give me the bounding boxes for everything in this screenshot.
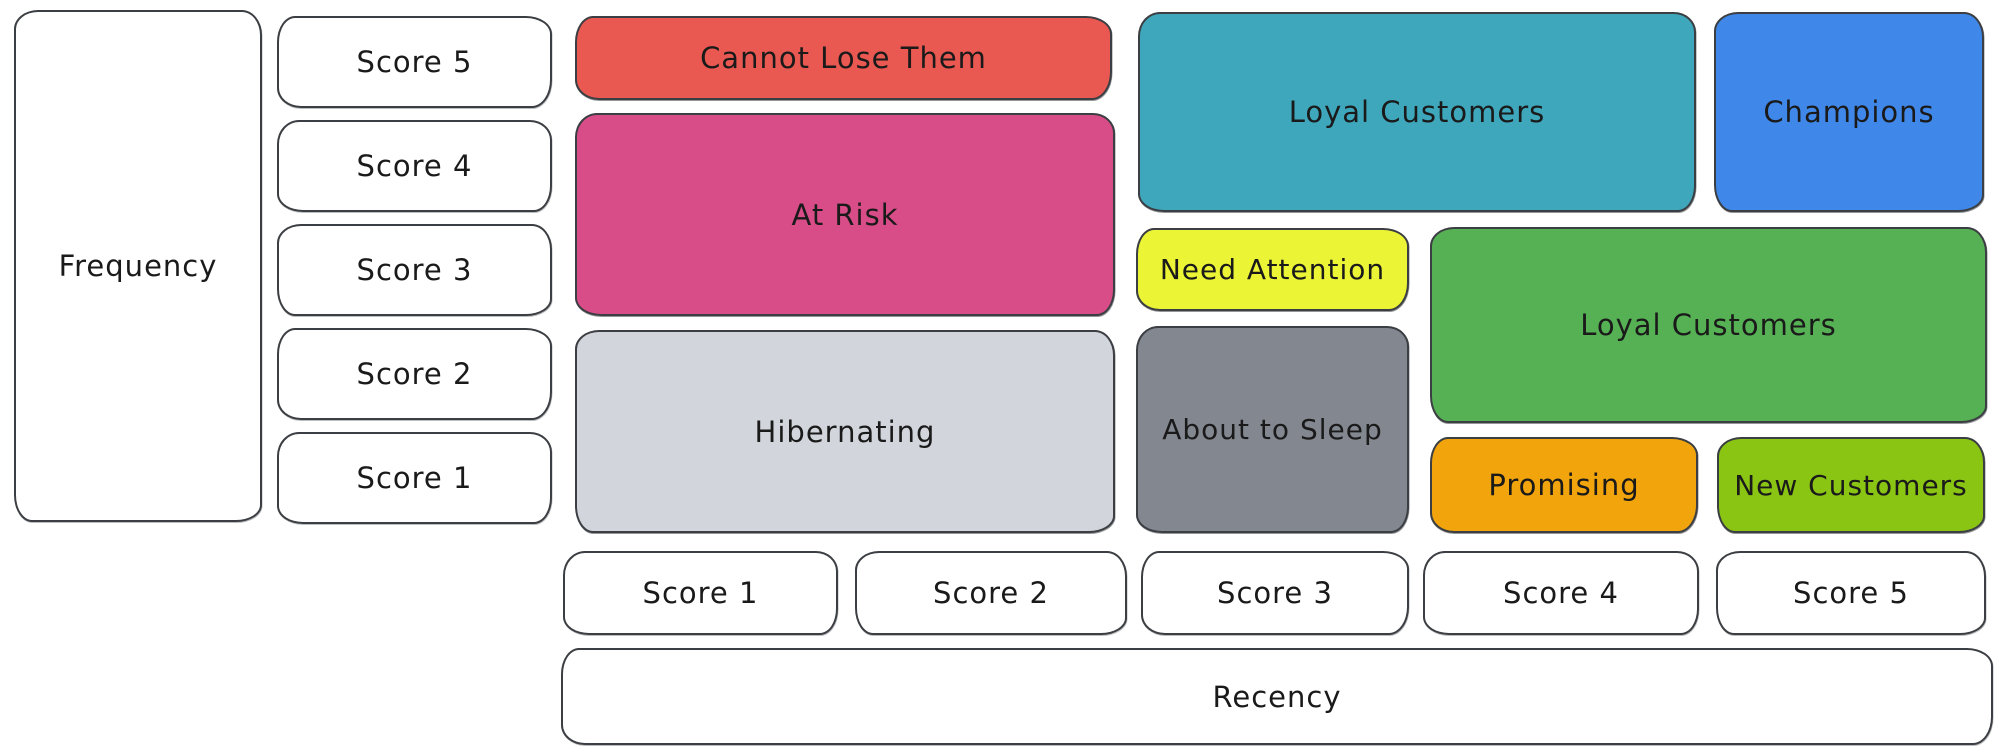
segment-loyal-customers-teal: Loyal Customers bbox=[1138, 12, 1696, 212]
frequency-score-1-box: Score 1 bbox=[277, 432, 552, 524]
recency-score-4-box: Score 4 bbox=[1423, 551, 1699, 635]
frequency-score-2-box: Score 2 bbox=[277, 328, 552, 420]
recency-score-3-box: Score 3 bbox=[1141, 551, 1409, 635]
frequency-score-4-box: Score 4 bbox=[277, 120, 552, 212]
frequency-score-3-box: Score 3 bbox=[277, 224, 552, 316]
segment-need-attention: Need Attention bbox=[1136, 228, 1409, 311]
segment-hibernating: Hibernating bbox=[575, 330, 1115, 533]
recency-axis-label: Recency bbox=[561, 648, 1993, 745]
segment-at-risk: At Risk bbox=[575, 113, 1115, 316]
segment-new-customers: New Customers bbox=[1717, 437, 1985, 533]
segment-cannot-lose-them: Cannot Lose Them bbox=[575, 16, 1112, 100]
segment-promising: Promising bbox=[1430, 437, 1698, 533]
frequency-axis-label: Frequency bbox=[14, 10, 262, 522]
segment-about-to-sleep: About to Sleep bbox=[1136, 326, 1409, 533]
recency-score-1-box: Score 1 bbox=[563, 551, 838, 635]
segment-champions: Champions bbox=[1714, 12, 1984, 212]
frequency-score-5-box: Score 5 bbox=[277, 16, 552, 108]
segment-loyal-customers-green: Loyal Customers bbox=[1430, 227, 1987, 423]
recency-score-5-box: Score 5 bbox=[1716, 551, 1986, 635]
recency-score-2-box: Score 2 bbox=[855, 551, 1127, 635]
